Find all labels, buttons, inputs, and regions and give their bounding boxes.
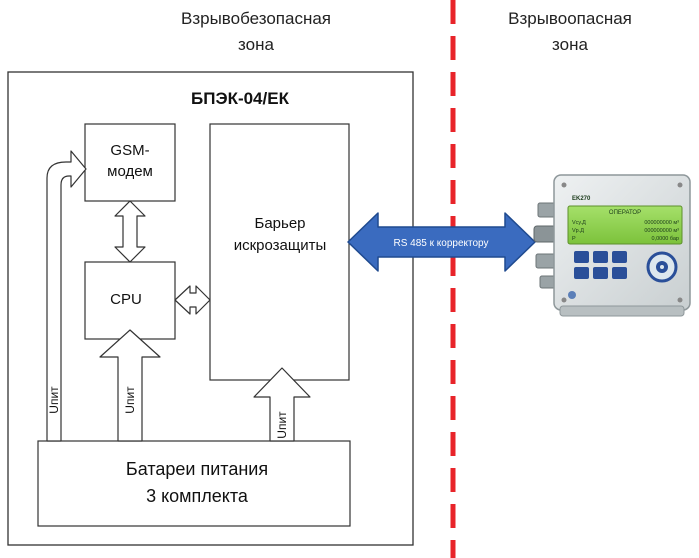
battery-block [37,440,351,527]
cpu-barrier-double-arrow [174,285,211,315]
device-key-5 [593,267,608,279]
gsm-modem-block [84,123,176,202]
device-key-3 [612,251,627,263]
gas-corrector-device: EK270 ОПЕРАТОР Vсу.Д 000000000 м³ Vр.Д 0… [533,174,691,317]
device-row2-value: 000000000 м³ [644,228,679,234]
device-key-2 [593,251,608,263]
power-label-right: Uпит [275,411,289,439]
device-key-4 [574,267,589,279]
hazard-zone-label-line2: зона [552,35,588,54]
device-row1-label: Vсу.Д [572,220,586,226]
hazard-zone-label-line1: Взрывоопасная [508,9,632,28]
device-row3-label: P [572,236,576,242]
safe-zone-label-line1: Взрывобезопасная [181,9,331,28]
device-row2-label: Vр.Д [572,228,584,234]
device-screen [567,205,683,245]
safe-zone-label-line2: зона [238,35,274,54]
device-screen-header: ОПЕРАТОР [609,210,641,216]
gsm-modem-label-line1: GSM- [110,142,149,159]
device-row1-value: 000000000 м³ [644,220,679,226]
spark-barrier-label-line2: искрозащиты [234,237,327,254]
gsm-modem-label-line2: модем [107,163,153,180]
power-label-left: Uпит [47,386,61,414]
rs485-link-label: RS 485 к корректору [394,238,489,249]
power-arrow-to-gsm [46,150,87,442]
device-key-6 [612,267,627,279]
battery-label-line1: Батареи питания [126,459,268,479]
spark-barrier-label-line1: Барьер [254,215,305,232]
device-row3-value: 0,0000 бар [652,236,680,242]
unit-title: БПЭК-04/ЕК [191,89,290,108]
device-brand-label: EK270 [572,196,591,202]
device-key-1 [574,251,589,263]
power-arrow-to-barrier [253,367,311,442]
gsm-cpu-double-arrow [114,200,146,263]
power-arrow-to-cpu [99,329,161,442]
battery-label-line2: 3 комплекта [146,486,249,506]
device-logo-icon [568,291,576,299]
cpu-label: CPU [110,291,142,308]
power-label-middle: Uпит [123,386,137,414]
